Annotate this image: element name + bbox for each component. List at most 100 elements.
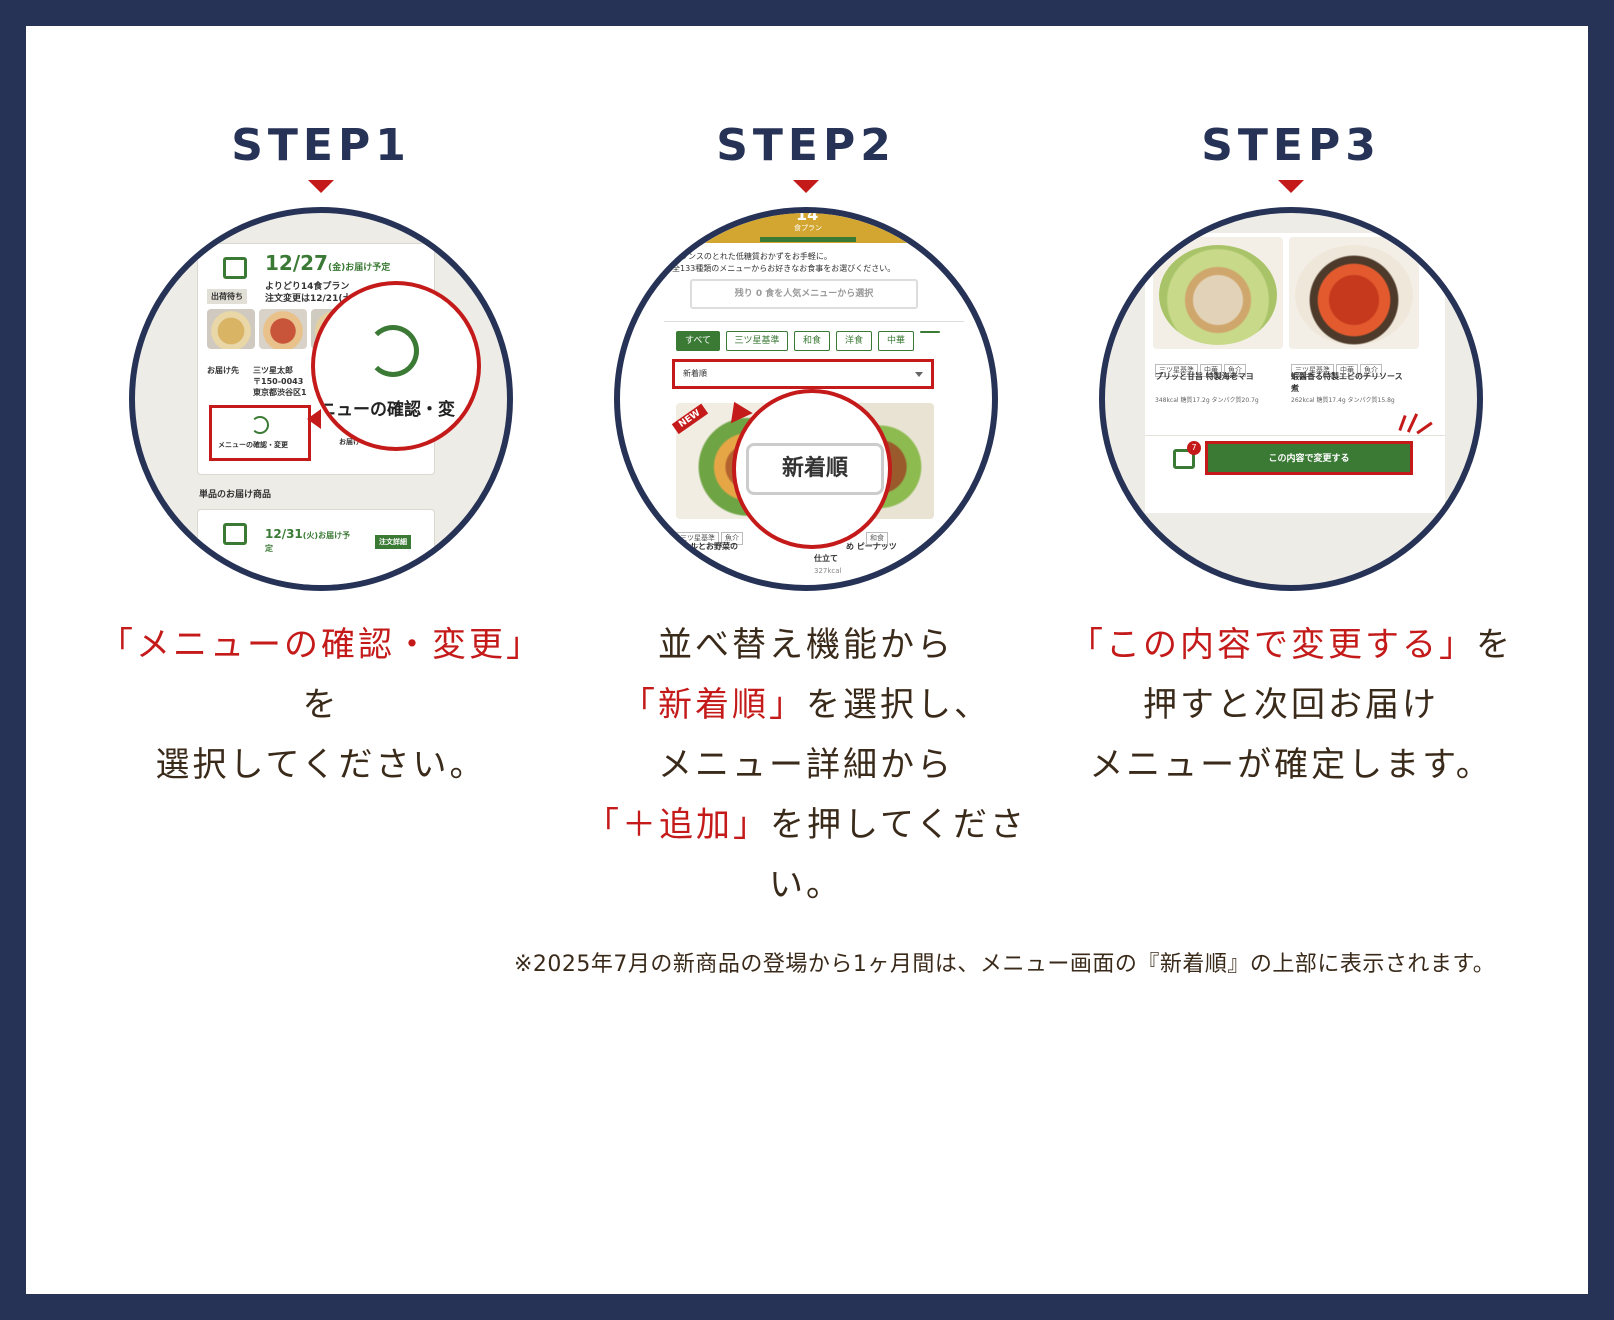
item-kcal: 327kcal: [814, 567, 842, 575]
caption-text: を: [1476, 625, 1513, 665]
chip-western[interactable]: 洋食: [836, 331, 872, 351]
sort-value: 新着順: [683, 369, 707, 378]
step-1: STEP1 12/27(金)お届け予定 よりどり14食プラン 注文変更は12/2…: [86, 116, 556, 795]
refresh-icon: [251, 416, 269, 434]
caption-line: 押すと次回お届け: [1056, 675, 1526, 735]
food-thumbnail: [207, 309, 255, 349]
caption-text: メニュー詳細から: [658, 745, 954, 785]
chip-more[interactable]: [920, 331, 940, 333]
tag: 三ツ星基準: [1291, 364, 1334, 377]
caption-text: 選択してください。: [155, 745, 487, 785]
plan-name: よりどり14食プラン: [265, 282, 350, 292]
caption-line: 「新着順」を選択し、: [571, 675, 1041, 735]
pointer-arrow: [307, 409, 321, 429]
caption-text: 並べ替え機能から: [658, 625, 954, 665]
intro-line-1: バランスのとれた低糖質おかずをお手軽に。: [672, 252, 832, 261]
instruction-card: STEP1 12/27(金)お届け予定 よりどり14食プラン 注文変更は12/2…: [26, 26, 1588, 1294]
refresh-icon: [367, 325, 419, 377]
chip-michelin[interactable]: 三ツ星基準: [726, 331, 788, 351]
tag: 中華: [1200, 364, 1222, 377]
order-detail-badge[interactable]: 注文詳細: [375, 535, 411, 549]
food-thumbnail: [259, 309, 307, 349]
zoom-lens: ニューの確認・変: [311, 281, 481, 451]
delivery-date-2-suffix: (火)お届け予: [302, 531, 351, 540]
chip-all[interactable]: すべて: [676, 331, 720, 351]
item-nutrition: 262kcal 糖質17.4g タンパク質15.8g: [1291, 397, 1395, 404]
status-badge: 出荷待ち: [207, 289, 247, 304]
step-1-screenshot: 12/27(金)お届け予定 よりどり14食プラン 注文変更は12/21(土 出荷…: [129, 207, 513, 591]
delivery-date-2-line2: 定: [265, 544, 273, 553]
random-select-button[interactable]: 残り 0 食を人気メニューから選択: [690, 279, 918, 309]
chevron-down-icon: [915, 372, 923, 377]
caption-highlight: 「メニューの確認・変更」: [99, 625, 543, 665]
tag: 魚介: [721, 532, 743, 545]
caption-text: を押してください。: [769, 805, 1027, 905]
plate: [1159, 245, 1277, 345]
caption-highlight: 「この内容で変更する」: [1069, 625, 1476, 665]
item-name: 蝦醤香る特製エビのチリソース: [1291, 372, 1403, 381]
item-name: プリッと甘旨 特製海老マヨ: [1155, 372, 1254, 381]
caption-line: メニューが確定します。: [1056, 735, 1526, 795]
menu-confirm-button[interactable]: メニューの確認・変更: [209, 405, 311, 461]
caption-line: 「＋追加」を押してください。: [571, 795, 1041, 915]
plan-unit: 食プラン: [794, 224, 822, 232]
caption-highlight: 「新着順」: [621, 685, 806, 725]
item-name-2: 煮: [1291, 384, 1299, 393]
single-order-panel: [197, 509, 435, 585]
delivery-button-label[interactable]: お届け: [339, 438, 360, 446]
menu-confirm-label: メニューの確認・変更: [218, 441, 288, 449]
food-image: [1289, 237, 1419, 349]
delivery-date: 12/27: [265, 251, 328, 275]
step-arrow: [793, 180, 819, 193]
chip-chinese[interactable]: 中華: [878, 331, 914, 351]
step-2-screenshot: 14 食プラン バランスのとれた低糖質おかずをお手軽に。 全133種類のメニュー…: [614, 207, 998, 591]
caption-highlight: 「＋追加」: [585, 805, 771, 845]
sort-select[interactable]: 新着順: [672, 359, 934, 389]
cart-count-badge: 7: [1187, 441, 1201, 455]
caption-line: 「メニューの確認・変更」を: [86, 615, 556, 735]
step-caption: 並べ替え機能から 「新着順」を選択し、 メニュー詳細から 「＋追加」を押してくだ…: [571, 615, 1041, 915]
delivery-date-suffix: (金)お届け予定: [327, 263, 391, 273]
box-icon: [223, 523, 247, 545]
step-arrow: [1278, 180, 1304, 193]
address-name: 三ツ星太郎: [253, 366, 293, 375]
caption-text: 押すと次回お届け: [1143, 685, 1439, 725]
caption-line: 並べ替え機能から: [571, 615, 1041, 675]
divider: [664, 321, 964, 322]
change-deadline: 注文変更は12/21(土: [265, 294, 352, 304]
address-city: 東京都渋谷区1: [253, 388, 307, 397]
tag: 魚介: [1360, 364, 1382, 377]
box-icon: [223, 257, 247, 279]
food-image: [1153, 237, 1283, 349]
tag: 中華: [1336, 364, 1358, 377]
step-3-screenshot: 三ツ星基準中華魚介 プリッと甘旨 特製海老マヨ 348kcal 糖質17.2g …: [1099, 207, 1483, 591]
chip-japanese[interactable]: 和食: [794, 331, 830, 351]
tag: 三ツ星基準: [1155, 364, 1198, 377]
caption-line: メニュー詳細から: [571, 735, 1041, 795]
tag: 三ツ星基準: [676, 532, 719, 545]
step-arrow: [308, 180, 334, 193]
caption-line: 「この内容で変更する」を: [1056, 615, 1526, 675]
confirm-change-label: この内容で変更する: [1268, 454, 1350, 464]
confirm-change-button[interactable]: この内容で変更する: [1205, 441, 1413, 475]
item-name-right: め ピーナッツ: [846, 542, 897, 551]
item-name-left: ルとお野菜の: [690, 542, 738, 551]
footnote: ※2025年7月の新商品の登場から1ヶ月間は、メニュー画面の『新着順』の上部に表…: [514, 952, 1496, 977]
tag: 魚介: [1224, 364, 1246, 377]
step-title: STEP3: [1201, 120, 1381, 171]
step-caption: 「この内容で変更する」を 押すと次回お届け メニューが確定します。: [1056, 615, 1526, 795]
caption-text: を選択し、: [806, 685, 991, 725]
zoom-lens: 新着順: [732, 389, 892, 549]
caption-line: 選択してください。: [86, 735, 556, 795]
step-3: STEP3 三ツ星基準中華魚介 プリッと甘旨 特製海老マヨ 348kcal 糖質…: [1056, 116, 1526, 795]
plan-header: 14 食プラン: [620, 213, 992, 243]
delivery-date-2: 12/31: [265, 527, 303, 541]
cart-box-icon[interactable]: [1173, 449, 1195, 469]
item-name-right-2: 仕立て: [814, 554, 838, 563]
step-2: STEP2 14 食プラン バランスのとれた低糖質おかずをお手軽に。 全133種…: [571, 116, 1041, 915]
intro-line-2: 全133種類のメニューからお好きなお食事をお選びください。: [672, 264, 896, 273]
address-zip: 〒150-0043: [253, 377, 304, 386]
caption-text: を: [302, 685, 340, 725]
caption-text: メニューが確定します。: [1089, 745, 1493, 785]
section-title: 単品のお届け商品: [199, 490, 272, 500]
